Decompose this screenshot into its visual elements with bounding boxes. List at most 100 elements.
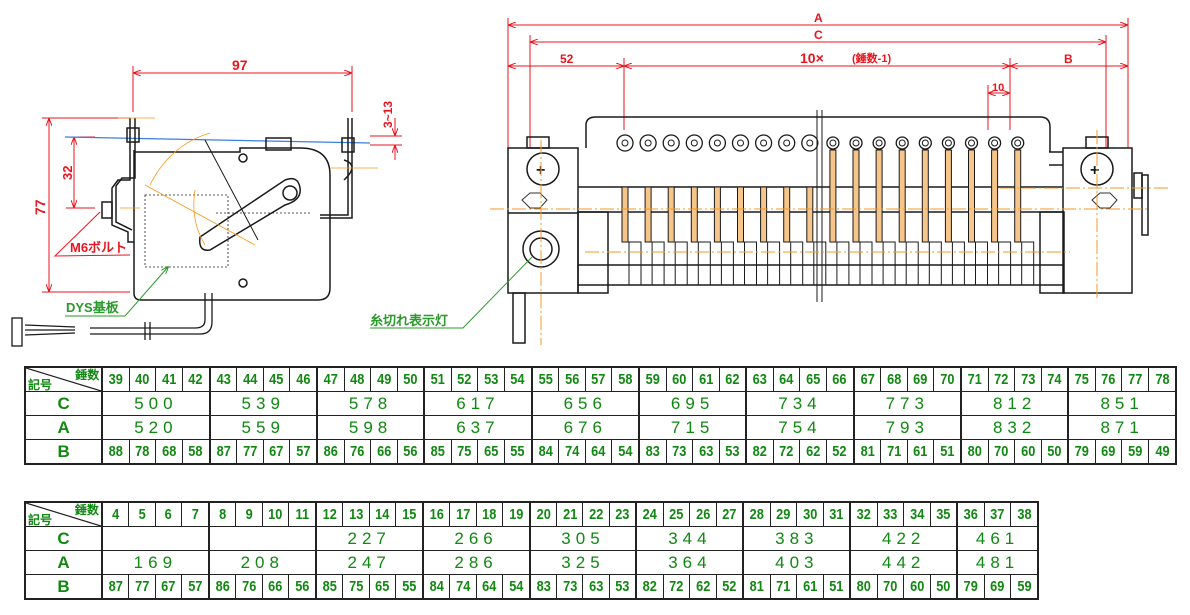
spindle-count-cell: 11 <box>290 501 315 527</box>
tension-blade <box>667 186 675 243</box>
guide-eye <box>801 134 819 152</box>
b-value-cell: 55 <box>397 574 422 600</box>
group-value-cell: 403 <box>742 550 851 575</box>
guide-eye-hole <box>944 139 952 147</box>
group-value-cell: 520 <box>101 415 211 440</box>
b-value-cell: 61 <box>798 574 822 600</box>
b-value-cell: 74 <box>560 439 584 465</box>
spindle-count-cell: 52 <box>452 366 477 392</box>
spindle-count-cell: 68 <box>882 366 906 392</box>
group-value-cell: 793 <box>852 415 962 440</box>
technical-drawing: 97 77 32 3~13 <box>11 11 1170 347</box>
group-value-cell: 383 <box>742 526 851 551</box>
leader-m6-bolt <box>53 211 131 257</box>
spindle-count-cell: 77 <box>1123 366 1147 392</box>
guide-eye <box>778 134 796 152</box>
break-lines <box>816 110 823 302</box>
spindle-count-cell: 71 <box>962 366 987 392</box>
group-value-cell: 871 <box>1067 415 1177 440</box>
spindle-count-cell: 70 <box>935 366 960 392</box>
guide-eye-hole <box>760 139 768 147</box>
dimension-3-13 <box>370 118 402 160</box>
b-value-cell: 76 <box>237 574 261 600</box>
group-value-cell: 559 <box>208 415 318 440</box>
group-value-cell: 422 <box>849 526 958 551</box>
spindle-count-cell: 14 <box>370 501 395 527</box>
b-value-cell: 88 <box>103 439 128 465</box>
guide-eye <box>1011 136 1025 150</box>
guide-eye-hole <box>621 139 629 147</box>
b-value-cell: 78 <box>130 439 155 465</box>
motion-arcs <box>118 117 378 246</box>
tension-blade <box>921 149 929 243</box>
spindle-count-cell: 13 <box>344 501 368 527</box>
tension-plate <box>628 241 642 286</box>
tension-blade <box>806 186 814 243</box>
header-symbol: 記号 <box>28 513 53 527</box>
b-value-cell: 53 <box>720 439 745 465</box>
guide-eye-hole <box>667 139 675 147</box>
spindle-count-cell: 4 <box>103 501 128 527</box>
group-value-cell: 578 <box>315 391 425 416</box>
guide-eye <box>895 136 909 150</box>
spindle-count-cell: 36 <box>958 501 983 527</box>
tension-plate <box>767 241 781 286</box>
guide-eye-hole <box>806 139 814 147</box>
tension-blade <box>690 186 698 243</box>
guide-eye-hole <box>921 139 929 147</box>
guide-eye-hole <box>968 139 975 147</box>
group-value-cell: 773 <box>852 391 962 416</box>
spindle-count-cell: 74 <box>1042 366 1067 392</box>
b-value-cell: 69 <box>985 574 1010 600</box>
guide-eye-hole <box>875 139 883 147</box>
dim-52-label: 52 <box>560 52 574 66</box>
spindle-count-cell: 17 <box>451 501 475 527</box>
dimension-97 <box>132 66 353 112</box>
header-corner: 錘数記号 <box>24 501 103 527</box>
spindle-count-cell: 73 <box>1016 366 1040 392</box>
b-value-cell: 51 <box>935 439 960 465</box>
group-value-cell: 832 <box>959 415 1069 440</box>
header-spindle-count: 錘数 <box>74 503 99 517</box>
tension-blade <box>991 149 999 243</box>
spindle-count-cell: 59 <box>640 366 665 392</box>
side-view: 97 77 32 3~13 <box>11 57 402 347</box>
spindle-count-cell: 25 <box>665 501 689 527</box>
spindle-count-cell: 28 <box>744 501 769 527</box>
group-value-cell: 500 <box>101 391 211 416</box>
b-value-cell: 57 <box>291 439 316 465</box>
tension-plate <box>882 241 896 286</box>
tension-blade <box>852 149 860 243</box>
sensor-body <box>101 118 355 301</box>
b-value-cell: 54 <box>504 574 528 600</box>
b-value-cell: 64 <box>477 574 501 600</box>
b-value-cell: 63 <box>584 574 608 600</box>
b-value-cell: 65 <box>479 439 503 465</box>
group-value-cell: 481 <box>956 550 1039 575</box>
b-value-cell: 74 <box>451 574 475 600</box>
tension-blade <box>898 149 906 243</box>
spindle-count-cell: 12 <box>316 501 342 527</box>
row-label: C <box>24 526 103 551</box>
spindle-count-cell: 57 <box>586 366 611 392</box>
spindle-count-cell: 7 <box>183 501 208 527</box>
b-value-cell: 85 <box>425 439 450 465</box>
b-value-cell: 52 <box>717 574 742 600</box>
b-value-cell: 82 <box>747 439 772 465</box>
spindle-count-cell: 54 <box>506 366 530 392</box>
b-value-cell: 53 <box>611 574 635 600</box>
b-value-cell: 64 <box>586 439 611 465</box>
group-value-cell: 676 <box>530 415 640 440</box>
spindle-count-cell: 50 <box>398 366 423 392</box>
b-value-cell: 71 <box>882 439 906 465</box>
b-value-cell: 59 <box>1012 574 1037 600</box>
b-value-cell: 68 <box>157 439 181 465</box>
spindle-count-cell: 67 <box>854 366 880 392</box>
row-label: B <box>24 439 103 465</box>
b-value-cell: 49 <box>1150 439 1175 465</box>
header-symbol: 記号 <box>28 378 53 392</box>
